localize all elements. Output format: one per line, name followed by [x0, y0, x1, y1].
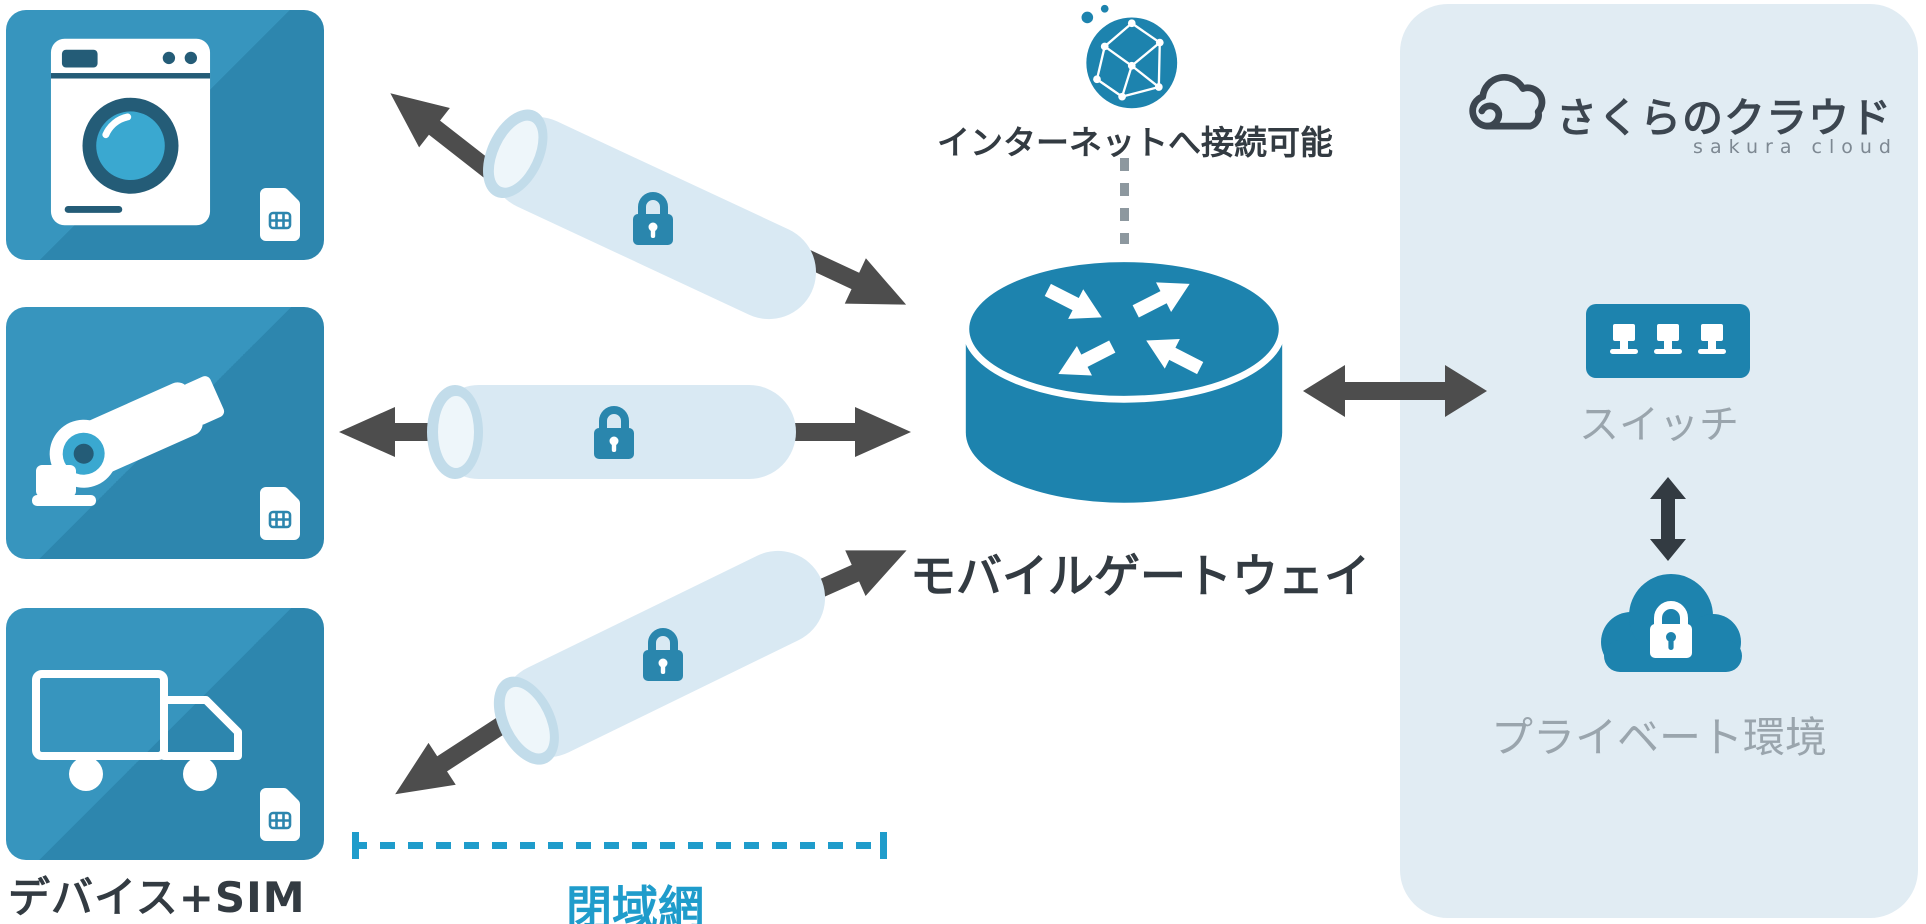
gateway-label: モバイルゲートウェイ [910, 549, 1370, 603]
switch-label: スイッチ [1579, 402, 1739, 448]
arrow-gateway-cloud-icon [1303, 365, 1487, 417]
lock-icon [594, 406, 634, 459]
arrow-to-device-middle-icon [339, 407, 467, 457]
router-cylinder-icon [962, 255, 1286, 503]
internet-dotted-link [1120, 158, 1129, 244]
arrow-switch-private-icon [1650, 477, 1686, 561]
device-card-security-camera [6, 307, 324, 559]
devices-label: デバイス+SIM [8, 873, 306, 922]
secure-tunnel-top [474, 101, 832, 335]
lock-icon [633, 192, 673, 245]
private-cloud-lock-icon [1601, 574, 1742, 672]
secure-tunnel-middle [427, 385, 796, 479]
private-env-label: プライベート環境 [1490, 713, 1827, 762]
security-camera-icon [32, 376, 225, 506]
washing-machine-icon [50, 38, 211, 226]
brand-name: さくらのクラウド [1556, 94, 1892, 142]
device-card-truck [6, 608, 324, 860]
globe-network-icon [1081, 4, 1178, 109]
closed-network-boundary [352, 832, 887, 859]
truck-icon [32, 670, 242, 791]
device-card-washing-machine [6, 10, 324, 260]
switch-icon [1586, 304, 1750, 378]
lock-icon [643, 628, 683, 681]
sim-card-icon [260, 487, 300, 540]
secure-tunnel-bottom [485, 535, 841, 773]
arrow-to-device-bottom-icon [395, 717, 508, 795]
arrow-to-device-top-icon [390, 93, 497, 180]
sim-card-icon [260, 788, 300, 841]
arrow-to-gateway-top-icon [786, 242, 907, 305]
sim-card-icon [260, 188, 300, 241]
arrow-to-gateway-middle-icon [783, 407, 911, 457]
sakura-cloud-logo-icon [1469, 74, 1546, 130]
brand-subtitle: sakura cloud [1693, 136, 1898, 158]
internet-label: インターネットへ接続可能 [937, 123, 1333, 162]
sakura-cloud-panel: さくらのクラウド sakura cloud スイッチ プライベート環境 [1400, 4, 1918, 918]
closed-network-label: 閉域網 [566, 881, 704, 924]
